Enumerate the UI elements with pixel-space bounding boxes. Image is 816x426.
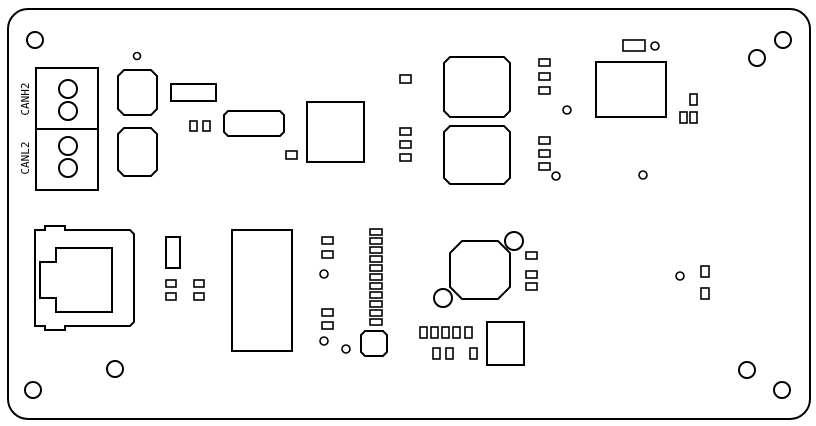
- ic-chip-rect: [231, 229, 293, 352]
- smd-pad: [679, 111, 688, 124]
- smd-pad: [538, 162, 551, 171]
- via: [551, 171, 561, 181]
- smd-pad: [189, 120, 198, 132]
- via: [319, 336, 329, 346]
- via: [341, 344, 351, 354]
- smd-pad: [193, 279, 205, 288]
- ic-chip-small: [486, 321, 525, 366]
- transformer: [443, 125, 511, 185]
- mounting-hole: [748, 49, 766, 67]
- smd-pad-column: [369, 228, 383, 326]
- smd-pad: [193, 292, 205, 301]
- smd-pad: [399, 140, 412, 149]
- smd-pad-row: [419, 326, 478, 360]
- smd-pad: [689, 93, 698, 106]
- smd-pad: [700, 265, 710, 278]
- smd-pad: [399, 74, 412, 84]
- smd-pad: [285, 150, 298, 160]
- terminal-screw: [58, 101, 78, 121]
- smd-pad: [202, 120, 211, 132]
- via: [675, 271, 685, 281]
- mounting-hole: [738, 361, 756, 379]
- smd-pad: [321, 321, 334, 330]
- via: [132, 51, 142, 61]
- via: [319, 269, 329, 279]
- terminal-screw: [58, 79, 78, 99]
- via-large: [504, 231, 524, 251]
- mounting-hole: [773, 381, 791, 399]
- smd-pad: [321, 308, 334, 317]
- smd-pad: [321, 250, 334, 259]
- via-large: [433, 288, 453, 308]
- smd-pad: [399, 127, 412, 136]
- mounting-holes: [24, 31, 792, 399]
- via: [638, 170, 648, 180]
- mounting-hole: [24, 381, 42, 399]
- octagon-inductor: [449, 240, 511, 300]
- via: [650, 41, 660, 51]
- can-terminal-block: CANH2 CANL2: [19, 67, 99, 191]
- rj45-jack: [34, 225, 135, 331]
- smd-pad: [165, 292, 177, 301]
- mounting-hole: [774, 31, 792, 49]
- smd-pad: [321, 236, 334, 245]
- smd-pad: [538, 86, 551, 95]
- terminal-screw: [58, 136, 78, 156]
- smd-pad: [538, 149, 551, 158]
- smd-pad: [538, 136, 551, 145]
- terminal-screw: [58, 158, 78, 178]
- fuse-package: [223, 110, 285, 137]
- board-outline: [7, 8, 811, 420]
- smd-pad: [700, 287, 710, 300]
- ic-module: [595, 61, 667, 118]
- smd-pad: [538, 58, 551, 67]
- mounting-hole: [26, 31, 44, 49]
- smd-pad: [399, 153, 412, 162]
- canh2-label: CANH2: [19, 82, 32, 115]
- canl2-label: CANL2: [19, 141, 32, 174]
- smd-pad: [525, 282, 538, 291]
- smd-pad: [689, 111, 698, 124]
- small-octagon-package: [360, 330, 388, 357]
- octagon-package: [117, 69, 158, 116]
- via: [562, 105, 572, 115]
- smd-pad: [538, 72, 551, 81]
- resistor-block: [170, 83, 217, 102]
- smd-pad: [165, 236, 181, 269]
- octagon-package: [117, 127, 158, 177]
- transformer: [443, 56, 511, 118]
- smd-pad: [525, 251, 538, 260]
- mounting-hole: [106, 360, 124, 378]
- smd-pad: [525, 270, 538, 279]
- smd-pad: [622, 39, 646, 52]
- ic-chip-square: [306, 101, 365, 163]
- smd-pad: [165, 279, 177, 288]
